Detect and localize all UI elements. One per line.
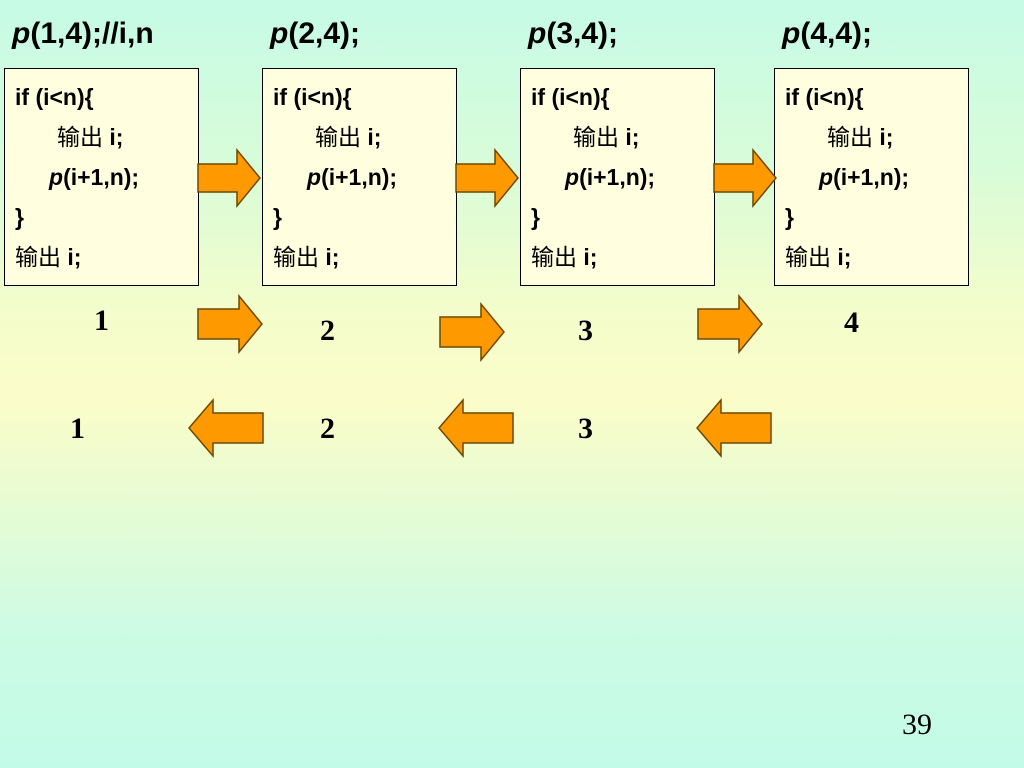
return-arrow-3 [696,398,772,458]
call-title-4: p(4,4); [782,17,873,50]
code-line-print-after: 输出 i; [785,244,852,270]
forward-number-4: 4 [844,306,859,339]
code-line-if: if (i<n){ [785,84,864,110]
call-title-3: p(3,4); [528,17,619,50]
code-line-recurse: p(i+1,n); [565,164,656,190]
code-line-if: if (i<n){ [15,84,94,110]
code-line-recurse: p(i+1,n); [819,164,910,190]
code-line-print-after: 输出 i; [15,244,82,270]
call-arrow-1 [197,148,261,208]
code-box-3: if (i<n){ 输出 i; p(i+1,n); } 输出 i; [520,68,715,286]
page-number: 39 [902,708,932,741]
forward-number-3: 3 [578,314,593,347]
code-line-print: 输出 i; [57,124,124,150]
return-number-1: 1 [70,412,85,445]
code-line-print: 输出 i; [827,124,894,150]
code-line-print: 输出 i; [315,124,382,150]
code-line-recurse: p(i+1,n); [49,164,140,190]
forward-arrow-3 [697,294,763,354]
forward-number-2: 2 [320,314,335,347]
code-line-print-after: 输出 i; [531,244,598,270]
code-line-print-after: 输出 i; [273,244,340,270]
code-box-2: if (i<n){ 输出 i; p(i+1,n); } 输出 i; [262,68,457,286]
call-arrow-2 [455,148,519,208]
code-line-close: } [785,204,794,230]
code-line-close: } [15,204,24,230]
return-number-3: 3 [578,412,593,445]
return-arrow-2 [438,398,514,458]
return-arrow-1 [188,398,264,458]
code-box-1: if (i<n){ 输出 i; p(i+1,n); } 输出 i; [4,68,199,286]
call-title-1: p(1,4);//i,n [12,17,154,50]
code-line-print: 输出 i; [573,124,640,150]
call-title-2: p(2,4); [270,17,361,50]
code-box-4: if (i<n){ 输出 i; p(i+1,n); } 输出 i; [774,68,969,286]
code-line-if: if (i<n){ [531,84,610,110]
call-arrow-3 [713,148,777,208]
code-line-recurse: p(i+1,n); [307,164,398,190]
code-line-close: } [273,204,282,230]
code-line-if: if (i<n){ [273,84,352,110]
forward-arrow-2 [439,302,505,362]
code-line-close: } [531,204,540,230]
return-number-2: 2 [320,412,335,445]
forward-number-1: 1 [94,304,109,337]
forward-arrow-1 [197,294,263,354]
